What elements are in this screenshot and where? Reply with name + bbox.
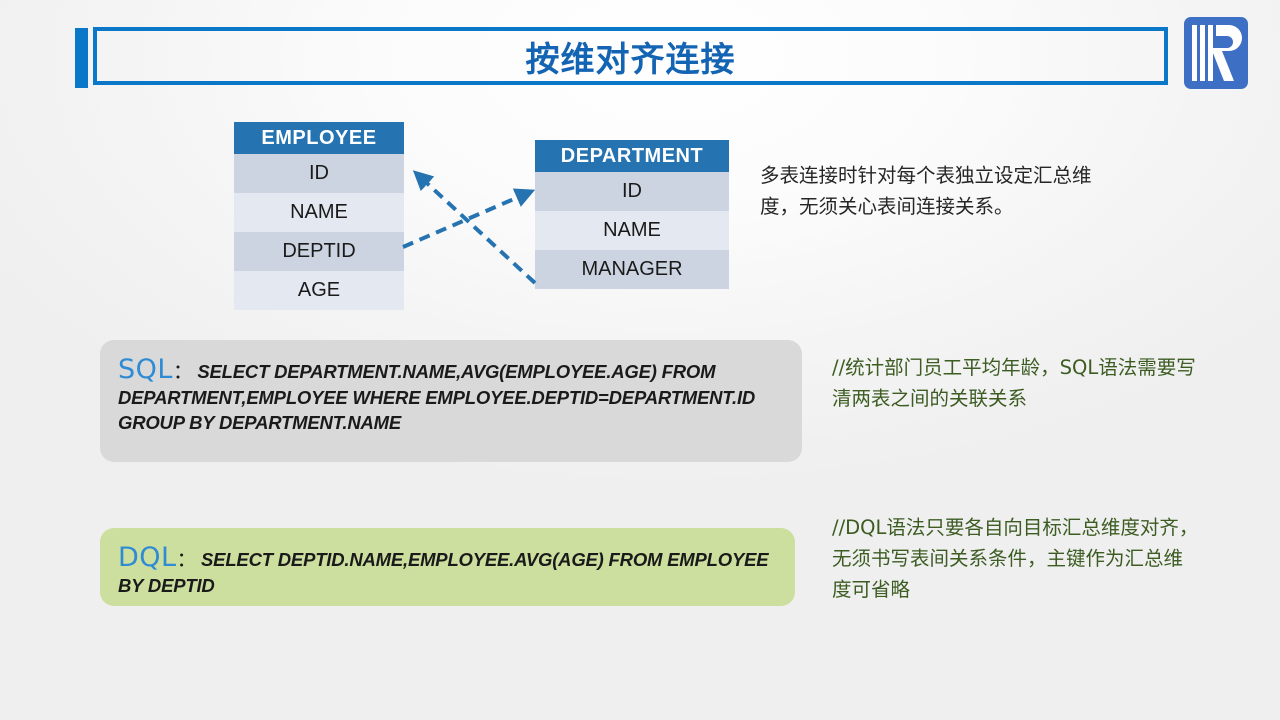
raqsoft-r-logo-icon [1183,16,1249,90]
title-accent-bar [75,28,88,88]
sql-label: SQL [118,354,173,385]
dql-query-text: SELECT DEPTID.NAME,EMPLOYEE.AVG(AGE) FRO… [118,549,769,596]
title-frame [93,27,1168,85]
sql-colon: ： [172,361,193,383]
table-department-header: DEPARTMENT [535,140,729,172]
table-department-row-id: ID [535,172,729,211]
table-employee-row-name: NAME [234,193,404,232]
join-arrows [402,170,537,285]
arrow-to-department-id [402,188,536,249]
table-employee-row-id: ID [234,154,404,193]
dql-colon: ： [176,549,197,571]
table-employee-row-age: AGE [234,271,404,310]
sql-query-box: SQL： SELECT DEPARTMENT.NAME,AVG(EMPLOYEE… [100,340,802,462]
table-department-row-manager: MANAGER [535,250,729,289]
dql-label: DQL [118,542,177,573]
table-employee: EMPLOYEE ID NAME DEPTID AGE [234,122,404,310]
tables-note-text: 多表连接时针对每个表独立设定汇总维度，无须关心表间连接关系。 [760,164,1092,218]
sql-query-text: SELECT DEPARTMENT.NAME,AVG(EMPLOYEE.AGE)… [118,361,756,433]
page-title: 按维对齐连接 [525,39,736,80]
table-employee-header: EMPLOYEE [234,122,404,154]
dql-comment-text: //DQL语法只要各自向目标汇总维度对齐，无须书写表间关系条件，主键作为汇总维度… [832,516,1199,601]
dql-query-box: DQL： SELECT DEPTID.NAME,EMPLOYEE.AVG(AGE… [100,528,795,606]
arrow-to-employee-id [412,170,537,285]
sql-comment-text: //统计部门员工平均年龄，SQL语法需要写清两表之间的关联关系 [832,356,1196,410]
table-department: DEPARTMENT ID NAME MANAGER [535,140,729,289]
table-employee-row-deptid: DEPTID [234,232,404,271]
table-department-row-name: NAME [535,211,729,250]
